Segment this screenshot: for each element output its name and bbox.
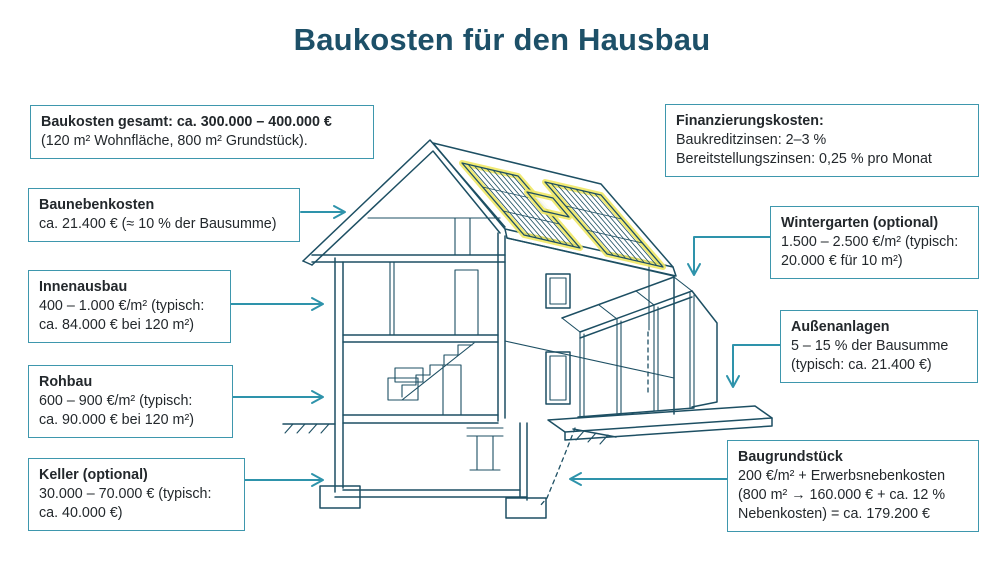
box-keller: Keller (optional) 30.000 – 70.000 € (typ…	[28, 458, 245, 531]
box-aussenanlagen-line: (typisch: ca. 21.400 €)	[791, 357, 932, 373]
box-baunebenkosten-line: ca. 21.400 € (≈ 10 % der Bausumme)	[39, 216, 277, 232]
box-baugrundstueck: Baugrundstück 200 €/m² + Erwerbsnebenkos…	[727, 440, 979, 532]
house-walls	[334, 232, 675, 493]
box-wintergarten-title: Wintergarten (optional)	[781, 215, 939, 231]
box-innenausbau-line: ca. 84.000 € bei 120 m²)	[39, 317, 194, 333]
box-baugrundstueck-line: (800 m² → 160.000 € + ca. 12 %	[738, 487, 946, 503]
box-wintergarten: Wintergarten (optional) 1.500 – 2.500 €/…	[770, 206, 979, 279]
house-attic	[311, 217, 506, 263]
box-innenausbau-title: Innenausbau	[39, 279, 128, 295]
box-rohbau-title: Rohbau	[39, 374, 93, 390]
house-floors	[342, 261, 499, 424]
box-aussenanlagen-title: Außenanlagen	[791, 319, 890, 335]
arrow-aussenanlagen	[726, 344, 781, 388]
box-finanzierungskosten-line: Baukreditzinsen: 2–3 %	[676, 132, 827, 148]
box-baunebenkosten: Baunebenkosten ca. 21.400 € (≈ 10 % der …	[28, 188, 300, 242]
box-finanzierungskosten-line: Bereitstellungszinsen: 0,25 % pro Monat	[676, 151, 932, 167]
box-finanzierungskosten: Finanzierungskosten: Baukreditzinsen: 2–…	[665, 104, 979, 177]
arrow-innenausbau	[230, 297, 324, 311]
box-rohbau-line: 600 – 900 €/m² (typisch:	[39, 393, 193, 409]
box-baukosten-gesamt: Baukosten gesamt: ca. 300.000 – 400.000 …	[30, 105, 374, 159]
ground-lines	[282, 423, 617, 507]
box-keller-line: 30.000 – 70.000 € (typisch:	[39, 486, 212, 502]
box-wintergarten-line: 1.500 – 2.500 €/m² (typisch:	[781, 234, 959, 250]
house-basement	[319, 422, 547, 519]
roof-skylight	[524, 189, 572, 220]
box-baugrundstueck-line: Nebenkosten) = ca. 179.200 €	[738, 506, 930, 522]
box-aussenanlagen: Außenanlagen 5 – 15 % der Bausumme (typi…	[780, 310, 978, 383]
box-wintergarten-line: 20.000 € für 10 m²)	[781, 253, 903, 269]
box-innenausbau-line: 400 – 1.000 €/m² (typisch:	[39, 298, 205, 314]
arrow-rohbau	[232, 390, 324, 404]
box-keller-line: ca. 40.000 €)	[39, 505, 123, 521]
box-rohbau: Rohbau 600 – 900 €/m² (typisch: ca. 90.0…	[28, 365, 233, 438]
arrow-wintergarten	[687, 236, 771, 276]
box-rohbau-line: ca. 90.000 € bei 120 m²)	[39, 412, 194, 428]
solar-panels	[459, 160, 666, 270]
box-baunebenkosten-title: Baunebenkosten	[39, 197, 155, 213]
house-stairs	[387, 342, 475, 416]
arrow-baunebenkosten	[300, 205, 346, 219]
box-keller-title: Keller (optional)	[39, 467, 148, 483]
excavation-dashed-line	[539, 427, 576, 507]
box-finanzierungskosten-title: Finanzierungskosten:	[676, 113, 824, 129]
box-baugrundstueck-title: Baugrundstück	[738, 449, 843, 465]
box-baukosten-gesamt-line: (120 m² Wohnfläche, 800 m² Grundstück).	[41, 133, 308, 149]
box-baukosten-gesamt-title: Baukosten gesamt: ca. 300.000 – 400.000 …	[41, 114, 332, 130]
box-aussenanlagen-line: 5 – 15 % der Bausumme	[791, 338, 949, 354]
wintergarten-structure	[547, 276, 773, 441]
page-title: Baukosten für den Hausbau	[293, 22, 711, 57]
house-roof	[302, 139, 677, 331]
box-baugrundstueck-line: 200 €/m² + Erwerbsnebenkosten	[738, 468, 946, 484]
arrow-keller	[244, 473, 324, 487]
box-innenausbau: Innenausbau 400 – 1.000 €/m² (typisch: c…	[28, 270, 231, 343]
arrow-baugrundstueck	[569, 472, 728, 486]
